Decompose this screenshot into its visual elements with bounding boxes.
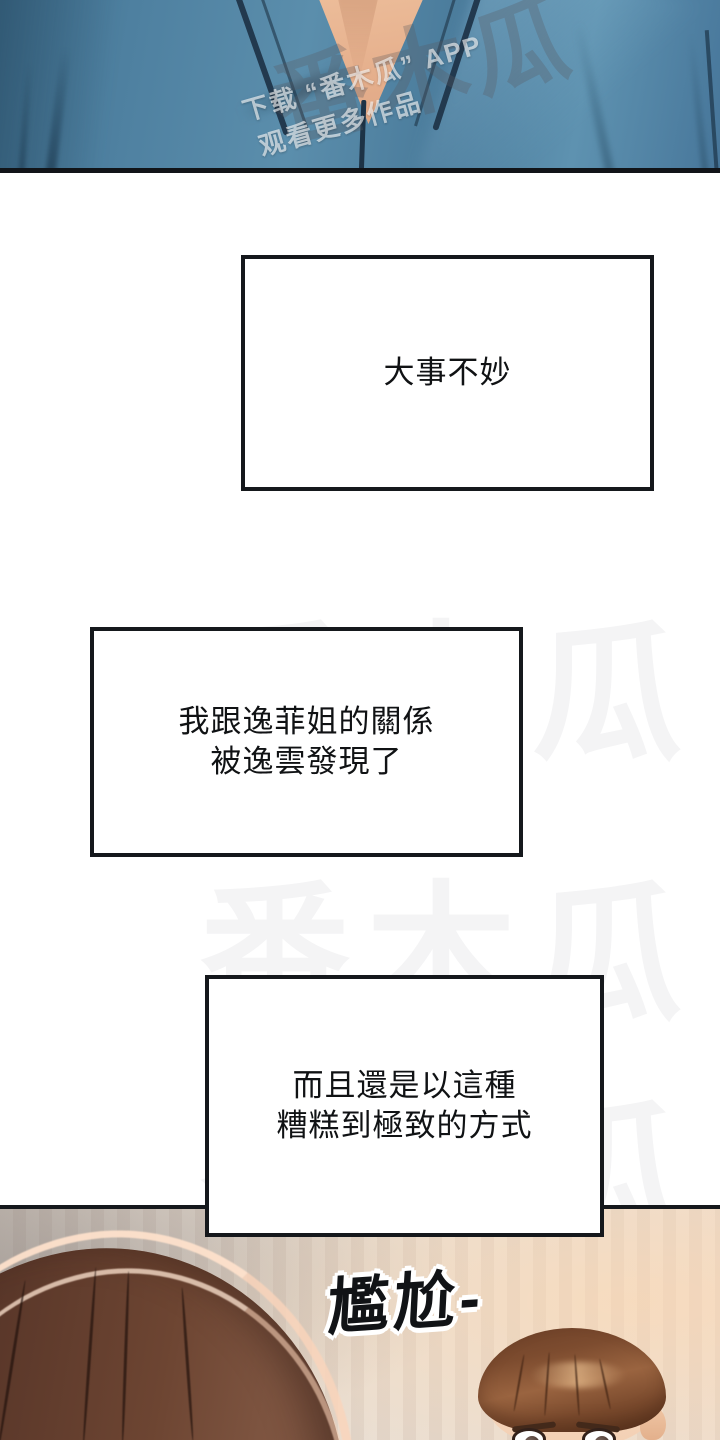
- narration-box-1: 大事不妙: [241, 255, 654, 491]
- narration-box-2: 我跟逸菲姐的關係 被逸雲發現了: [90, 627, 523, 857]
- narration-text-2: 我跟逸菲姐的關係 被逸雲發現了: [178, 704, 435, 779]
- boy-eye-right: [582, 1428, 616, 1440]
- boy-pupil-left: [524, 1436, 540, 1440]
- boy-eye-left: [512, 1428, 546, 1440]
- narration-text-1: 大事不妙: [383, 355, 512, 391]
- narration-text-3: 而且還是以這種 糟糕到極致的方式: [276, 1068, 533, 1143]
- sfx-awkward-text: 尷尬-: [326, 1263, 486, 1344]
- boy-character: [472, 1326, 672, 1440]
- boy-pupil-right: [594, 1436, 610, 1440]
- narration-box-3: 而且還是以這種 糟糕到極致的方式: [205, 975, 604, 1237]
- panel-top-shirt: 番木瓜 下载 “番木瓜” APP 观看更多作品: [0, 0, 720, 173]
- panel-bottom-bedroom: [0, 1205, 720, 1440]
